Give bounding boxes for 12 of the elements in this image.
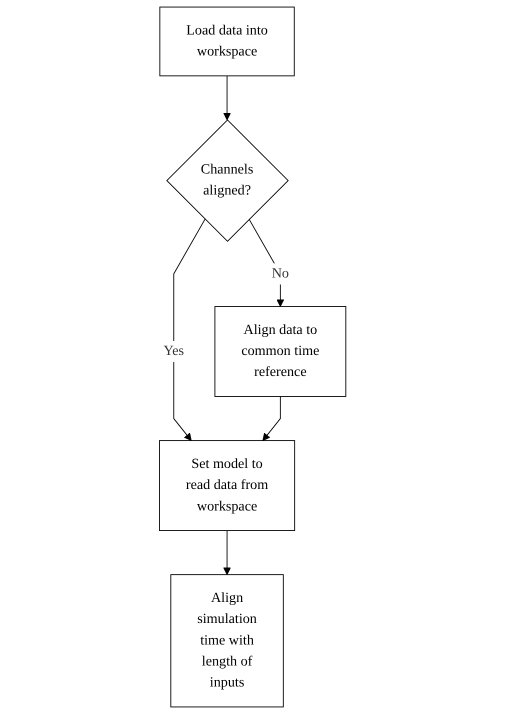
arrow (174, 218, 206, 441)
node-box: Align simulation time with length of inputs (170, 574, 284, 708)
node-box: Load data into workspace (160, 6, 296, 76)
edge-label: No (272, 266, 290, 281)
edge-label: Yes (164, 344, 184, 359)
arrow (224, 75, 232, 120)
node-diamond: Channels aligned? (166, 119, 290, 242)
arrow (262, 396, 282, 441)
node-box: Align data to common time reference (214, 306, 347, 397)
arrow (249, 218, 285, 307)
node-box: Set model to read data from workspace (159, 440, 296, 531)
arrow (224, 530, 232, 575)
